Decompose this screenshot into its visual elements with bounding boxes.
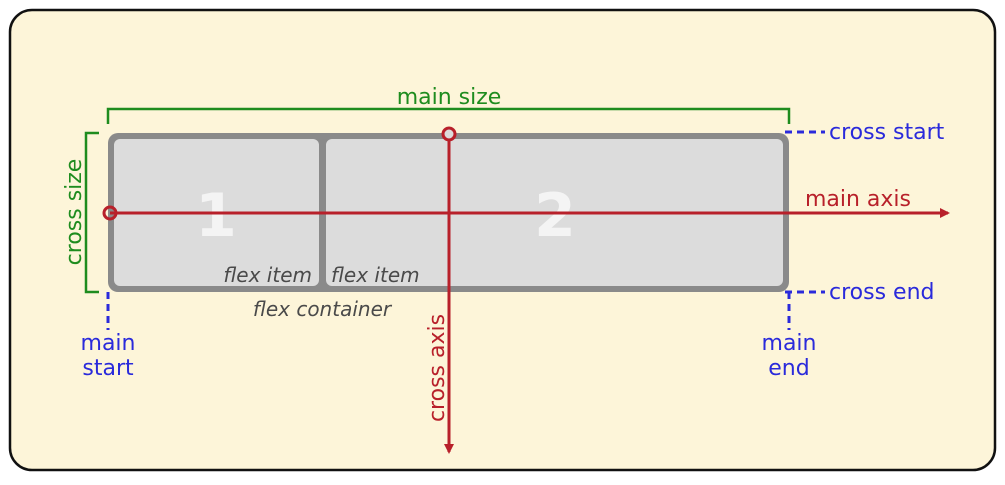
flex-item-2-number: 2 — [534, 181, 576, 251]
cross-size-bracket — [84, 131, 99, 294]
flex-item-1-label: flex item — [223, 263, 312, 287]
main-axis-origin — [102, 205, 118, 221]
main-size-label: main size — [397, 85, 502, 110]
cross-end-label: cross end — [829, 280, 934, 305]
flex-item-2-label: flex item — [331, 263, 420, 287]
main-axis-label: main axis — [805, 187, 911, 212]
main-size-bracket — [106, 107, 791, 124]
flex-container-label: flex container — [253, 297, 393, 321]
main-end-label-line-1: main — [762, 331, 817, 356]
main-start-label-line-1: main — [81, 331, 136, 356]
cross-axis-origin — [441, 126, 457, 142]
main-start-label-line-2: start — [82, 356, 134, 381]
cross-start-label: cross start — [829, 120, 945, 145]
flex-item-1-number: 1 — [195, 181, 237, 251]
cross-size-label: cross size — [62, 159, 87, 266]
main-end-label-line-2: end — [768, 356, 809, 381]
cross-axis-label: cross axis — [425, 314, 450, 422]
